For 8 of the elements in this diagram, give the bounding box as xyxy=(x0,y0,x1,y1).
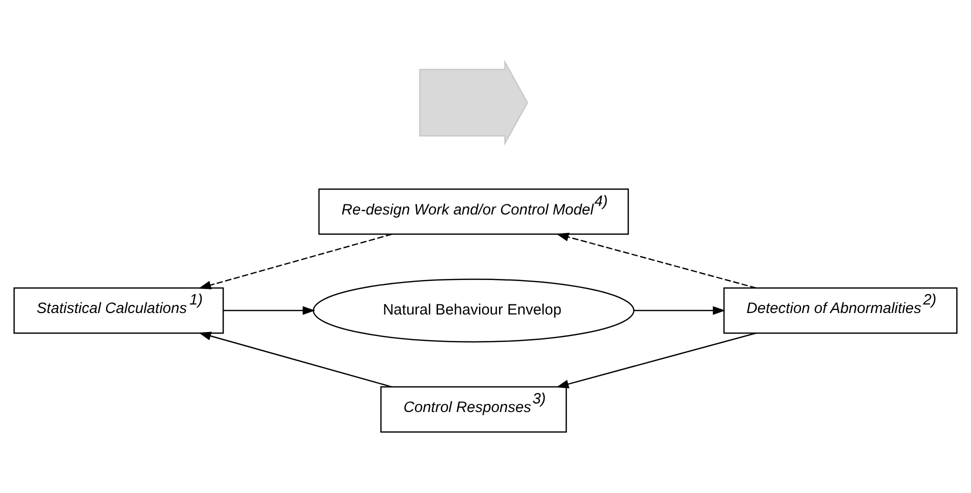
arrow xyxy=(634,306,726,314)
arrow xyxy=(556,332,756,388)
arrow xyxy=(556,232,756,288)
arrow xyxy=(198,233,392,289)
node-arrow xyxy=(419,59,528,146)
node-ellipse: Natural Behaviour Envelop xyxy=(312,278,634,342)
arrow xyxy=(198,331,392,387)
arrow xyxy=(223,306,316,314)
